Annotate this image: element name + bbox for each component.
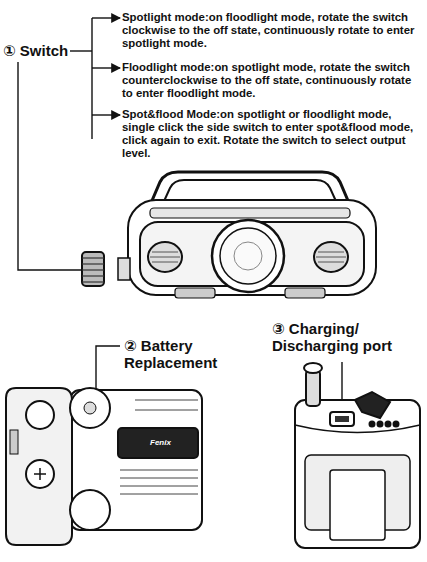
leader-line [96, 346, 120, 392]
label-group: Spot&flood Mode:on spotlight or floodlig… [122, 108, 424, 160]
headlamp-illustration [82, 172, 376, 298]
charging-illustration [295, 363, 420, 548]
battery-illustration [6, 388, 202, 545]
callout-label: ③ Charging/ Discharging port [272, 320, 392, 354]
label-group: Spotlight mode:on floodlight mode, rotat… [122, 11, 424, 50]
label-group: Fenix [150, 438, 190, 447]
label-group: ① Switch [3, 42, 93, 59]
leader-bracket [70, 18, 120, 139]
mode-heading: Floodlight mode: [122, 61, 214, 73]
callout-label: ① Switch [3, 42, 68, 59]
label-group: ② Battery Replacement [124, 337, 236, 372]
label-group: Floodlight mode:on spotlight mode, rotat… [122, 61, 424, 100]
mode-heading: Spot&flood Mode: [122, 108, 220, 120]
brand-logo: Fenix [150, 438, 171, 447]
label-group: ③ Charging/ Discharging port [272, 320, 427, 355]
leader-line [18, 62, 82, 270]
callout-label: ② Battery Replacement [124, 337, 217, 371]
mode-heading: Spotlight mode: [122, 11, 209, 23]
